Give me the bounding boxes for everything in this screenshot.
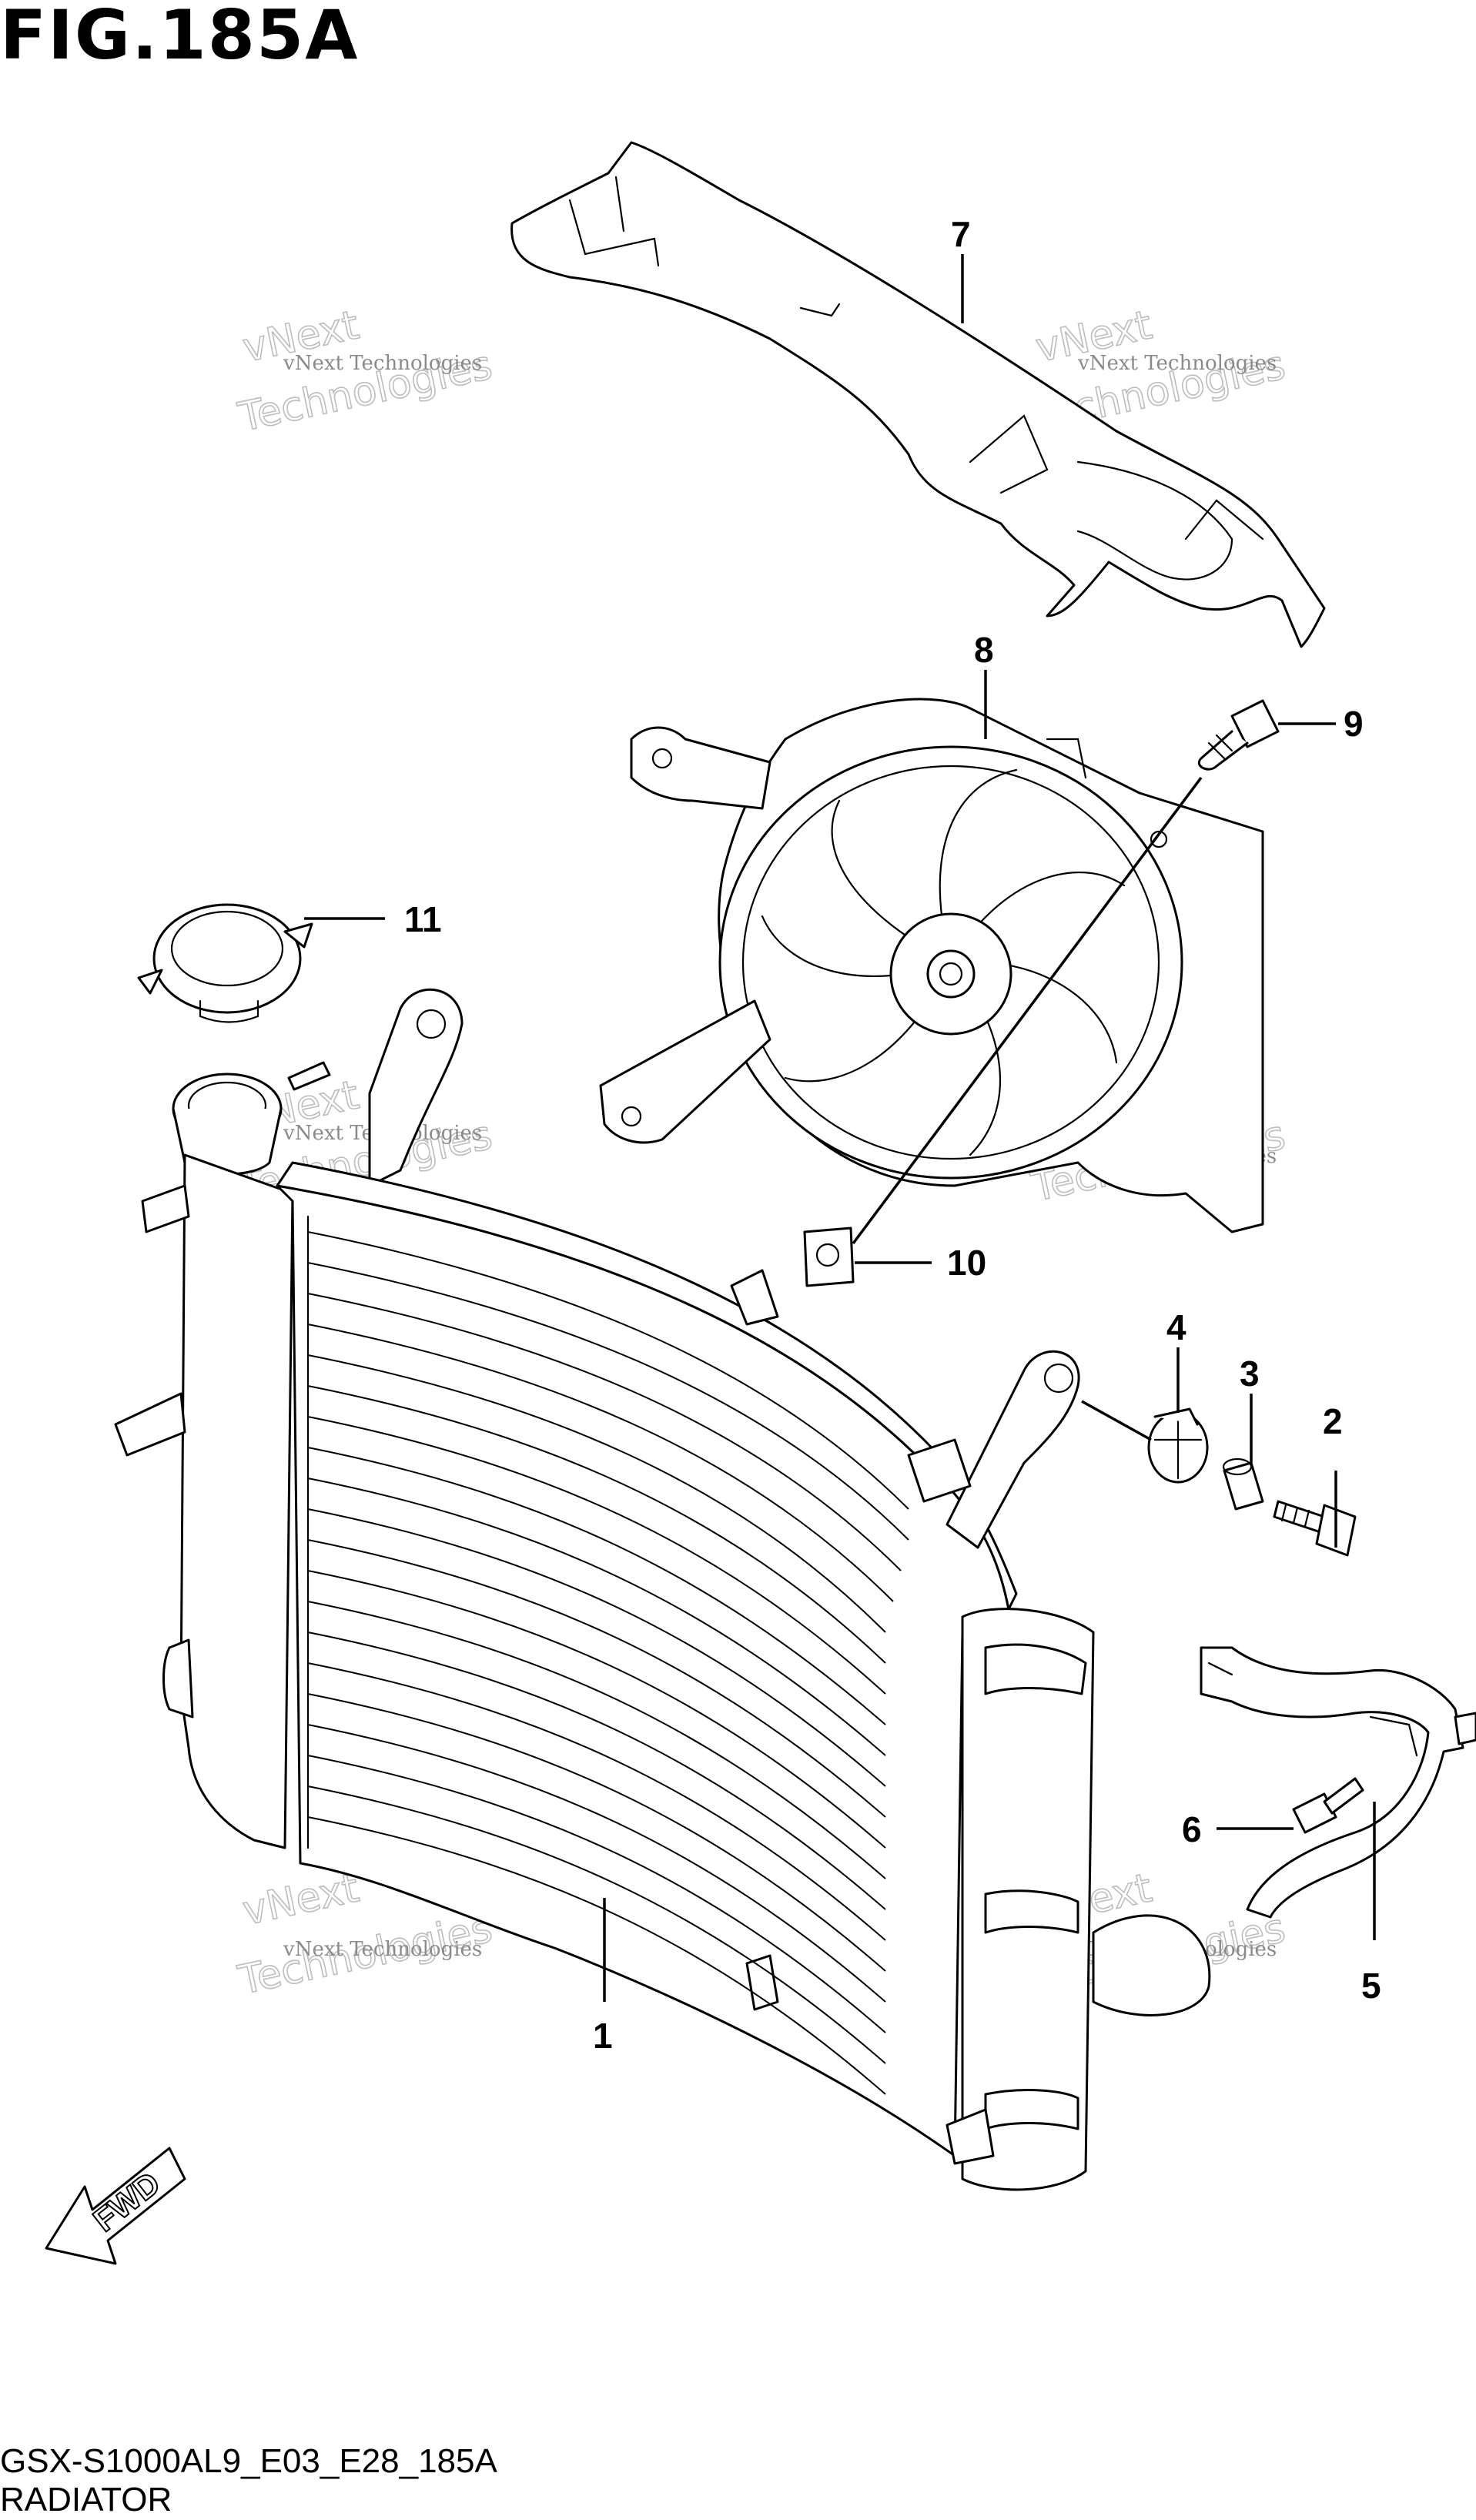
leader-lines <box>304 254 1376 2002</box>
leader-line-4b <box>1081 1400 1152 1441</box>
spacer-icon <box>1222 1457 1264 1511</box>
bolt-icon <box>1292 1777 1364 1834</box>
bracket-icon <box>1200 1646 1476 1919</box>
radiator-icon <box>114 988 1211 2191</box>
callout-6: 6 <box>1182 1809 1202 1849</box>
fwd-arrow-icon: FWD <box>45 2147 186 2265</box>
callout-2: 2 <box>1323 1401 1343 1441</box>
radiator-core-fins <box>307 1231 909 2095</box>
watermark-text: vNext Technologies <box>283 352 482 375</box>
watermark-top-right: vNext Technologies vNext Technologies <box>1026 302 1290 442</box>
nut-icon <box>803 1227 855 1287</box>
figure-code: GSX-S1000AL9_E03_E28_185A <box>0 2442 497 2480</box>
callout-4: 4 <box>1166 1307 1186 1347</box>
callout-10: 10 <box>947 1243 986 1283</box>
watermark-text: vNext <box>239 1865 363 1934</box>
cover-icon <box>510 141 1326 648</box>
grommet-icon <box>1147 1407 1209 1484</box>
watermark-text: vNext Technologies <box>1077 352 1277 375</box>
callout-11: 11 <box>404 899 442 939</box>
fan-icon <box>599 698 1264 1233</box>
callout-1: 1 <box>593 2016 613 2056</box>
watermark-top-left: vNext Technologies vNext Technologies <box>233 302 497 442</box>
watermark-text: vNext Technologies <box>283 1938 482 1961</box>
callout-8: 8 <box>974 630 994 670</box>
bolt-icon <box>1198 699 1280 771</box>
figure-title: FIG.185A <box>0 0 360 75</box>
figure-name: RADIATOR <box>0 2481 172 2518</box>
callout-5: 5 <box>1361 1966 1381 2006</box>
leader-line-9-10 <box>852 776 1203 1245</box>
callout-3: 3 <box>1240 1354 1260 1394</box>
radiator-cap-icon <box>137 903 313 1023</box>
callout-7: 7 <box>951 214 971 254</box>
callouts: 1 2 3 4 5 6 7 8 9 10 11 <box>404 214 1381 2056</box>
callout-9: 9 <box>1344 704 1364 744</box>
bolt-icon <box>1273 1500 1357 1557</box>
